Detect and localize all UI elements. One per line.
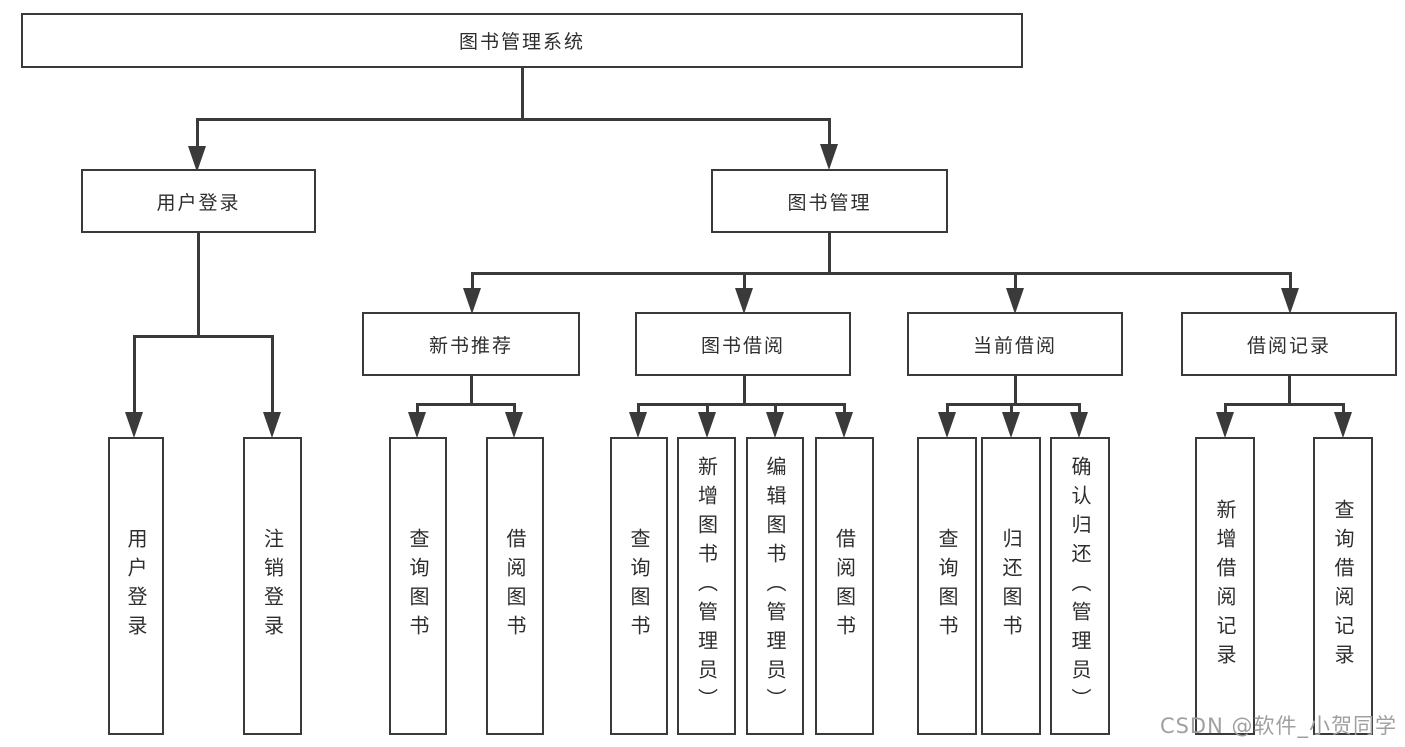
connector-arrow-line bbox=[828, 118, 831, 148]
node-user-login-group: 用户登录 bbox=[81, 169, 316, 233]
connector-arrow-line bbox=[946, 403, 949, 415]
leaf-add-borrow-record: 新增借阅记录 bbox=[1195, 437, 1255, 735]
arrow-down-icon bbox=[188, 146, 206, 172]
arrow-down-icon bbox=[820, 144, 838, 170]
connector-level3-hline bbox=[472, 272, 1292, 275]
connector-arrow-line bbox=[774, 403, 777, 415]
node-library-system: 图书管理系统 bbox=[21, 13, 1023, 68]
connector-group-stub bbox=[1288, 376, 1291, 406]
leaf-logout: 注销登录 bbox=[243, 437, 302, 735]
node-new-book-recommend: 新书推荐 bbox=[362, 312, 580, 376]
arrow-down-icon bbox=[1216, 412, 1234, 438]
leaf-edit-book-admin: 编辑图书（管理员） bbox=[746, 437, 804, 735]
connector-arrow-line bbox=[196, 118, 199, 150]
connector-arrow-line bbox=[133, 335, 136, 415]
leaf-label: 注销登录 bbox=[260, 528, 285, 644]
connector-userlogin-stub bbox=[197, 233, 200, 337]
arrow-down-icon bbox=[125, 412, 143, 438]
connector-root-stub bbox=[521, 68, 524, 118]
arrow-down-icon bbox=[766, 412, 784, 438]
leaf-add-book-admin: 新增图书（管理员） bbox=[677, 437, 736, 735]
leaf-label: 查询图书 bbox=[935, 528, 959, 644]
leaf-label: 编辑图书（管理员） bbox=[763, 455, 787, 717]
leaf-borrow-books: 借阅图书 bbox=[815, 437, 874, 735]
leaf-label: 借阅图书 bbox=[503, 528, 527, 644]
leaf-borrow-books-recommend: 借阅图书 bbox=[486, 437, 544, 735]
leaf-query-books-recommend: 查询图书 bbox=[389, 437, 447, 735]
arrow-down-icon bbox=[629, 412, 647, 438]
leaf-label: 查询图书 bbox=[406, 528, 430, 644]
connector-group-stub bbox=[1014, 376, 1017, 406]
node-current-borrow: 当前借阅 bbox=[907, 312, 1123, 376]
connector-arrow-line bbox=[513, 403, 516, 415]
leaf-label: 新增图书（管理员） bbox=[694, 455, 719, 717]
arrow-down-icon bbox=[938, 412, 956, 438]
arrow-down-icon bbox=[1070, 412, 1088, 438]
arrow-down-icon bbox=[1281, 288, 1299, 314]
connector-arrow-line bbox=[637, 403, 640, 415]
node-borrow-records: 借阅记录 bbox=[1181, 312, 1397, 376]
leaf-label: 查询图书 bbox=[627, 528, 651, 644]
connector-userlogin-hline bbox=[134, 335, 274, 338]
arrow-down-icon bbox=[263, 412, 281, 438]
connector-arrow-line bbox=[416, 403, 419, 415]
arrow-down-icon bbox=[835, 412, 853, 438]
arrow-down-icon bbox=[735, 288, 753, 314]
connector-arrow-line bbox=[743, 272, 746, 292]
connector-arrow-line bbox=[271, 335, 274, 415]
leaf-return-books: 归还图书 bbox=[981, 437, 1041, 735]
arrow-down-icon bbox=[698, 412, 716, 438]
connector-arrow-line bbox=[1014, 272, 1017, 292]
connector-group-hline bbox=[947, 403, 1081, 406]
leaf-label: 用户登录 bbox=[124, 528, 148, 644]
connector-level1-hline bbox=[197, 118, 829, 121]
leaf-confirm-return-admin: 确认归还（管理员） bbox=[1050, 437, 1110, 735]
connector-arrow-line bbox=[1078, 403, 1081, 415]
connector-group-stub bbox=[743, 376, 746, 406]
leaf-label: 借阅图书 bbox=[832, 528, 857, 644]
leaf-user-login: 用户登录 bbox=[108, 437, 164, 735]
connector-arrow-line bbox=[706, 403, 709, 415]
connector-arrow-line bbox=[1289, 272, 1292, 292]
connector-arrow-line bbox=[1224, 403, 1227, 415]
node-book-borrow: 图书借阅 bbox=[635, 312, 851, 376]
leaf-query-borrow-record: 查询借阅记录 bbox=[1313, 437, 1373, 735]
arrow-down-icon bbox=[505, 412, 523, 438]
leaf-label: 新增借阅记录 bbox=[1213, 499, 1237, 673]
connector-bookmgmt-stub bbox=[828, 232, 831, 274]
leaf-label: 归还图书 bbox=[999, 528, 1023, 644]
leaf-query-books-borrow: 查询图书 bbox=[610, 437, 668, 735]
connector-arrow-line bbox=[1010, 403, 1013, 415]
arrow-down-icon bbox=[408, 412, 426, 438]
connector-arrow-line bbox=[843, 403, 846, 415]
arrow-down-icon bbox=[1002, 412, 1020, 438]
leaf-label: 确认归还（管理员） bbox=[1068, 455, 1092, 717]
connector-group-hline bbox=[638, 403, 845, 406]
arrow-down-icon bbox=[463, 288, 481, 314]
watermark: CSDN @软件_小贺同学 bbox=[1159, 714, 1397, 738]
connector-arrow-line bbox=[471, 272, 474, 292]
connector-group-stub bbox=[470, 376, 473, 406]
leaf-query-books-current: 查询图书 bbox=[917, 437, 977, 735]
connector-arrow-line bbox=[1342, 403, 1345, 415]
arrow-down-icon bbox=[1334, 412, 1352, 438]
connector-group-hline bbox=[1225, 403, 1344, 406]
connector-group-hline bbox=[417, 403, 516, 406]
node-book-management: 图书管理 bbox=[711, 169, 948, 233]
arrow-down-icon bbox=[1006, 288, 1024, 314]
leaf-label: 查询借阅记录 bbox=[1331, 499, 1355, 673]
